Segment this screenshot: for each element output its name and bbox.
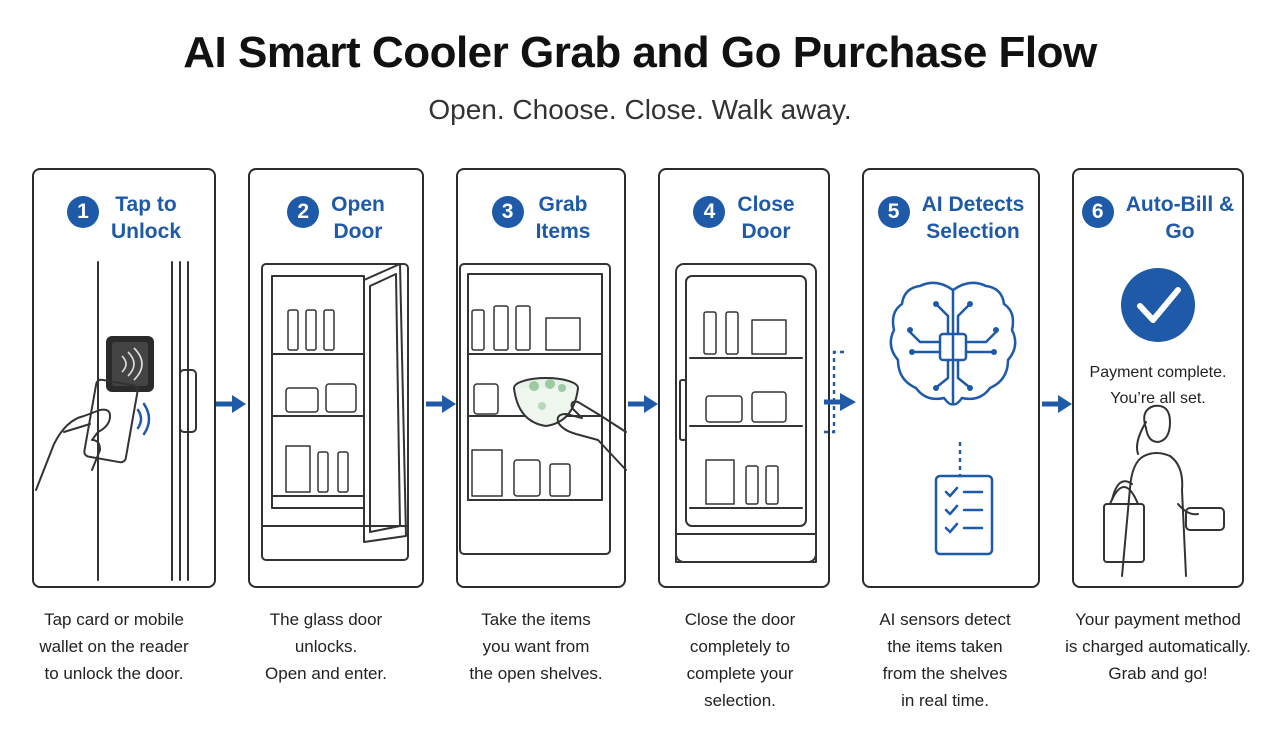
page-subtitle: Open. Choose. Close. Walk away. bbox=[428, 94, 852, 125]
step-title-4: Close Door bbox=[737, 193, 795, 243]
grab-items-illustration bbox=[459, 263, 627, 555]
card-icon bbox=[83, 378, 139, 464]
check-circle-icon bbox=[1121, 268, 1195, 342]
step-card-1: 1 Tap to Unlock bbox=[32, 168, 216, 588]
step-number-3: 3 bbox=[491, 196, 524, 228]
tap-unlock-illustration bbox=[35, 261, 197, 581]
step-title-5: AI Detects Selection bbox=[921, 193, 1025, 243]
step-number-6: 6 bbox=[1081, 196, 1114, 228]
step-number-1: 1 bbox=[66, 196, 99, 228]
step-caption-4: Close the door completely to complete yo… bbox=[684, 610, 796, 710]
step-number-5: 5 bbox=[877, 196, 910, 228]
step-card-4: 4 Close Door bbox=[658, 168, 830, 588]
step-number-2: 2 bbox=[287, 196, 320, 228]
step-caption-2: The glass door unlocks. Open and enter. bbox=[265, 610, 387, 683]
brain-chip-icon bbox=[889, 281, 1017, 406]
step-number-4: 4 bbox=[693, 196, 726, 228]
step-title-2: Open Door bbox=[331, 193, 385, 243]
step-title-3: Grab Items bbox=[535, 193, 591, 243]
arrow-right-icon bbox=[628, 395, 658, 413]
arrow-right-icon bbox=[1042, 395, 1072, 413]
page-title: AI Smart Cooler Grab and Go Purchase Flo… bbox=[183, 28, 1097, 77]
nfc-reader-icon bbox=[106, 336, 154, 392]
salad-bowl-icon bbox=[513, 377, 579, 428]
step-caption-3: Take the items you want from the open sh… bbox=[469, 610, 603, 683]
arrow-right-icon bbox=[824, 350, 856, 434]
person-icon bbox=[1103, 404, 1225, 577]
ai-detect-illustration bbox=[889, 281, 1017, 556]
step-card-2: 2 Open Door bbox=[248, 168, 424, 588]
step-caption-5: AI sensors detect the items taken from t… bbox=[879, 610, 1011, 710]
cooler-open-illustration bbox=[261, 263, 409, 561]
cooler-icon bbox=[261, 263, 409, 561]
closed-cooler-illustration bbox=[675, 263, 817, 563]
step-title-1: Tap to Unlock bbox=[110, 193, 181, 243]
arrow-right-icon bbox=[426, 395, 456, 413]
step-title-6: Auto-Bill & Go bbox=[1125, 193, 1235, 243]
step-caption-6: Your payment method is charged automatic… bbox=[1065, 610, 1251, 683]
payment-status-text: Payment complete. You’re all set. bbox=[1089, 364, 1227, 407]
checklist-icon bbox=[934, 474, 994, 556]
cooler-icon bbox=[675, 263, 817, 563]
step-card-6: 6 Auto-Bill & Go Payment complete. You’r… bbox=[1072, 168, 1244, 588]
cooler-icon bbox=[459, 263, 611, 555]
auto-bill-illustration bbox=[1103, 268, 1225, 577]
step-card-3: 3 Grab Items bbox=[456, 168, 627, 588]
step-card-5: 5 AI Detects Selection bbox=[862, 168, 1040, 588]
arrow-right-icon bbox=[216, 395, 246, 413]
step-caption-1: Tap card or mobile wallet on the reader … bbox=[39, 610, 189, 683]
